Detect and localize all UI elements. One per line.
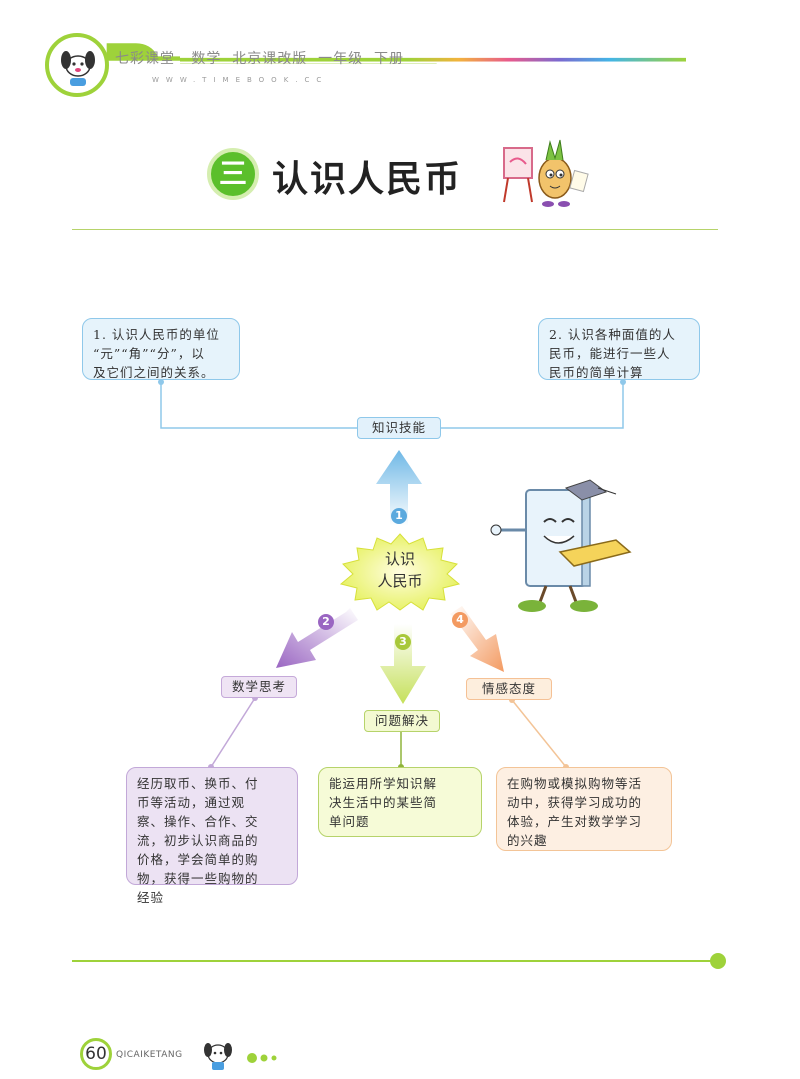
- footer-mascot-icon: [204, 1043, 277, 1070]
- knowledge-item-1: 1. 认识人民币的单位 “元”“角”“分”，以 及它们之间的关系。: [82, 318, 240, 380]
- thinking-line: 经历取币、换币、付: [137, 776, 259, 791]
- thinking-line: 物，获得一些购物的: [137, 871, 259, 886]
- arrow-down-icon: [380, 624, 426, 704]
- branch-number-1: 1: [391, 508, 407, 524]
- attitude-line: 动中，获得学习成功的: [507, 795, 643, 810]
- center-topic-line-1: 认识: [384, 550, 415, 568]
- problem-line: 决生活中的某些简: [329, 795, 438, 810]
- divider-end-dot: [710, 953, 726, 969]
- thinking-line: 流，初步认识商品的: [137, 833, 259, 848]
- branch-label-attitude: 情感态度: [466, 678, 552, 700]
- header-url: WWW.TIMEBOOK.CC: [152, 76, 329, 84]
- pineapple-painter-illustration: [503, 139, 589, 207]
- branch-label-problem-solving: 问题解决: [364, 710, 440, 732]
- chapter-title: 认识人民币: [272, 159, 463, 200]
- branch-number-4: 4: [452, 612, 468, 628]
- header-band: [106, 43, 686, 64]
- thinking-line: 币等活动，通过观: [137, 795, 246, 810]
- arrow-down-left-icon: [276, 608, 358, 668]
- knowledge-item-1-line-2: “元”“角”“分”，以: [93, 346, 205, 361]
- mascot-logo-icon: [45, 33, 109, 97]
- problem-line: 单问题: [329, 814, 370, 829]
- book-character-illustration: [490, 479, 632, 612]
- title-divider: [72, 229, 718, 230]
- bottom-divider: [72, 960, 720, 962]
- header-title: 七彩课堂 数学 北京课改版 一年级 下册: [115, 51, 405, 67]
- knowledge-item-2-line-3: 民币的简单计算: [549, 365, 644, 380]
- center-starburst: [339, 533, 461, 611]
- thinking-line: 经验: [137, 890, 165, 905]
- knowledge-item-1-line-3: 及它们之间的关系。: [93, 365, 215, 380]
- branch-label-knowledge: 知识技能: [357, 417, 441, 439]
- branch-label-thinking: 数学思考: [221, 676, 297, 698]
- thinking-line: 价格，学会简单的购: [137, 852, 259, 867]
- branch-number-3: 3: [395, 634, 411, 650]
- knowledge-item-2-line-2: 民币，能进行一些人: [549, 346, 671, 361]
- problem-detail-box: 能运用所学知识解 决生活中的某些简 单问题: [318, 767, 482, 837]
- center-topic: 认识 人民币: [352, 548, 448, 592]
- attitude-detail-box: 在购物或模拟购物等活 动中，获得学习成功的 体验，产生对数学学习 的兴趣: [496, 767, 672, 851]
- thinking-detail-box: 经历取币、换币、付 币等活动，通过观 察、操作、合作、交 流，初步认识商品的 价…: [126, 767, 298, 905]
- arrow-up-icon: [376, 450, 422, 526]
- chapter-number-badge: 三: [207, 148, 259, 200]
- branch-number-2: 2: [318, 614, 334, 630]
- knowledge-item-2-line-1: 2. 认识各种面值的人: [549, 327, 676, 342]
- attitude-line: 在购物或模拟购物等活: [507, 776, 643, 791]
- attitude-line: 体验，产生对数学学习: [507, 814, 643, 829]
- thinking-line: 察、操作、合作、交: [137, 814, 259, 829]
- center-topic-line-2: 人民币: [377, 572, 423, 590]
- knowledge-item-2: 2. 认识各种面值的人 民币，能进行一些人 民币的简单计算: [538, 318, 700, 380]
- page-number: 60: [80, 1038, 112, 1070]
- footer-brand: QICAIKETANG: [116, 1050, 183, 1060]
- attitude-line: 的兴趣: [507, 833, 548, 848]
- problem-line: 能运用所学知识解: [329, 776, 438, 791]
- knowledge-item-1-line-1: 1. 认识人民币的单位: [93, 327, 220, 342]
